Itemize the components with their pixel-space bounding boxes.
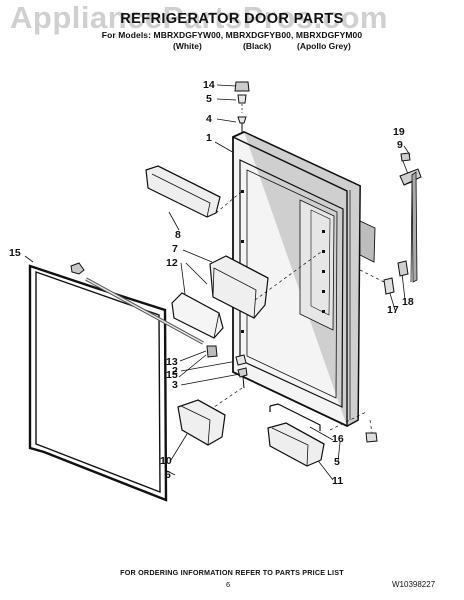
callout-4: 4 — [206, 113, 212, 125]
callout-7: 7 — [172, 243, 178, 255]
ordering-note: FOR ORDERING INFORMATION REFER TO PARTS … — [120, 568, 344, 577]
model-list: For Models: MBRXDGFYW00, MBRXDGFYB00, MB… — [101, 30, 363, 40]
handle-bracket-17 — [383, 277, 395, 295]
variant-black: (Black) — [243, 41, 272, 51]
screw-4 — [237, 116, 247, 133]
door-cap-14 — [234, 81, 250, 92]
callout-15-bottom: 15 — [166, 369, 178, 381]
door-hinge-9 — [399, 168, 422, 283]
door-bin-11 — [267, 422, 325, 467]
callout-10: 10 — [160, 455, 172, 467]
callout-8: 8 — [175, 229, 181, 241]
door-body — [232, 131, 376, 428]
callout-17: 17 — [387, 304, 399, 316]
callout-5-bottom: 5 — [334, 456, 340, 468]
door-bin-10 — [177, 399, 226, 446]
page-number: 6 — [226, 580, 231, 589]
callout-1: 1 — [206, 132, 212, 144]
document-number: W10398227 — [392, 580, 436, 589]
screw-3 — [237, 367, 248, 389]
callout-12: 12 — [166, 257, 178, 269]
callout-5-top: 5 — [206, 93, 212, 105]
clip-2 — [235, 354, 247, 366]
callout-19: 19 — [393, 126, 405, 138]
bin-rail-16 — [269, 403, 321, 431]
callout-3: 3 — [172, 379, 178, 391]
door-gasket — [28, 264, 168, 502]
gasket-strip-13 — [85, 277, 204, 345]
dairy-compartment-7 — [209, 255, 269, 319]
gasket-clip-top — [70, 262, 85, 275]
callout-16: 16 — [332, 433, 344, 445]
screw-5-top — [237, 94, 247, 104]
assembly-dashes — [194, 191, 385, 434]
gasket-clip-bottom — [206, 345, 218, 358]
callout-2: 2 — [172, 365, 178, 377]
dairy-door-12 — [171, 292, 224, 339]
shelf-bin-8 — [145, 165, 221, 218]
hinge-bolt-19 — [400, 152, 411, 162]
page-title: REFRIGERATOR DOOR PARTS — [120, 11, 344, 27]
variant-apollo-grey: (Apollo Grey) — [297, 41, 351, 51]
callout-15-top: 15 — [9, 247, 21, 259]
door-cap-5-bottom — [365, 432, 378, 443]
variant-white: (White) — [173, 41, 202, 51]
callout-11: 11 — [332, 475, 344, 487]
callout-9: 9 — [397, 139, 403, 151]
callout-6: 6 — [165, 469, 171, 481]
callout-18: 18 — [402, 296, 414, 308]
handle-bracket-18 — [397, 260, 409, 277]
callout-14: 14 — [203, 79, 215, 91]
callout-13: 13 — [166, 356, 178, 368]
